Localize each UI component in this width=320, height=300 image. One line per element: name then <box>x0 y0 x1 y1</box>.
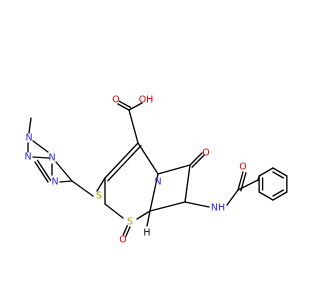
amide-carbonyl <box>237 171 244 191</box>
cooh-o-label: O <box>112 95 119 106</box>
tetrazole-bond <box>32 140 49 153</box>
n-methyl-bond <box>28 117 32 134</box>
benzyl-ch2-bond <box>237 179 259 191</box>
tetrazole-double <box>34 161 49 183</box>
phenyl-bond <box>258 167 274 177</box>
tetrazole-n2-label: N <box>48 153 55 164</box>
phenyl-ch2-bond <box>257 175 260 181</box>
phenyl-bond <box>272 191 288 201</box>
phenyl-bond <box>272 167 288 177</box>
sulfoxide-o-label: O <box>119 235 126 246</box>
ring-bond <box>104 203 124 219</box>
amide-c-bond <box>226 189 239 206</box>
lactam-bond <box>157 164 191 175</box>
cooh-oh-bond <box>128 102 143 111</box>
stereo-h-label: H <box>143 228 150 239</box>
ring-s-label: S <box>127 217 133 228</box>
tetrazole-n1-label: N <box>25 133 32 144</box>
phenyl-inner-bond <box>272 171 285 179</box>
lactam-bond <box>149 201 186 212</box>
thioether-tz-bond <box>71 180 94 197</box>
bond-layer <box>27 100 288 237</box>
structure-drawing: OH O N O S O H NH O S N N N N <box>24 95 288 246</box>
lactam-carbonyl <box>189 152 203 166</box>
amide-o-label: O <box>239 162 246 173</box>
cooh-bond <box>128 109 139 144</box>
ring-bond <box>149 173 159 212</box>
ring-double-bond <box>107 145 142 182</box>
sulfoxide-bond <box>122 225 128 236</box>
ring-bond <box>136 210 151 220</box>
sulfoxide-bond <box>125 226 131 237</box>
lactam-o-label: O <box>202 148 209 159</box>
lactam-n-label: N <box>154 177 161 188</box>
tetrazole-bond <box>55 161 73 182</box>
phenyl-inner-bond <box>272 189 285 197</box>
ring-bond <box>137 142 159 175</box>
amide-n-bond <box>184 201 210 208</box>
tetrazole-bond <box>59 180 73 183</box>
phenyl-bond <box>258 191 274 201</box>
tetrazole-bond <box>32 156 50 159</box>
amide-nh-label: NH <box>211 203 225 214</box>
tetrazole-double <box>36 159 52 182</box>
lactam-carbonyl <box>191 154 205 168</box>
tetrazole-n3-label: N <box>24 152 31 163</box>
thioether-s-label: S <box>96 191 102 202</box>
ring-double-bond <box>104 142 139 179</box>
cooh-carbonyl <box>117 103 130 111</box>
cooh-carbonyl <box>118 100 132 109</box>
tetrazole-n4-label: N <box>51 177 58 188</box>
label-layer: OH O N O S O H NH O S N N N N <box>24 95 246 246</box>
cooh-oh-label: OH <box>139 95 154 106</box>
stereo-h-bond <box>146 210 151 227</box>
thioether-bond <box>96 177 106 192</box>
lactam-bond <box>184 164 191 203</box>
